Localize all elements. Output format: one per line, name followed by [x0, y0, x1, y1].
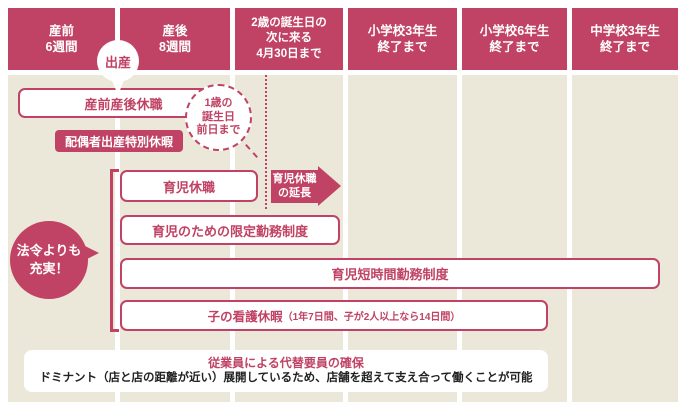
spouse-special-leave-label: 配偶者出産特別休暇: [64, 134, 173, 149]
law-bubble-tail: [81, 244, 99, 262]
header-end-of-elementary-6th-grade: 小学校6年生 終了まで: [462, 8, 567, 70]
header-line: 4月30日まで: [256, 47, 322, 60]
better-than-law-bubble: 法令よりも 充実！: [10, 221, 88, 299]
dotted-boundary-line: [265, 75, 267, 209]
one-year-bubble-line: 誕生日: [202, 110, 235, 123]
header-line: 小学校3年生: [367, 23, 438, 38]
substitute-staff-body: ドミナント（店と店の距離が近い）展開しているため、店舗を超えて支え合って働くこと…: [39, 372, 533, 385]
short-hours-system-label: 育児短時間勤務制度: [331, 267, 449, 282]
timeline-band-5: [462, 75, 567, 402]
header-line: 小学校6年生: [479, 23, 550, 38]
header-line: 終了まで: [489, 40, 540, 54]
header-postnatal-8-weeks: 産後 8週間: [120, 8, 230, 70]
timeline-band-6: [572, 75, 678, 402]
birth-bubble-label: 出産: [104, 54, 131, 70]
header-line: 産後: [162, 23, 188, 38]
maternity-leave-label: 産前産後休職: [84, 96, 163, 112]
spouse-special-leave-box: 配偶者出産特別休暇: [55, 130, 183, 152]
limited-work-system-box: 育児のための限定勤務制度: [120, 215, 340, 245]
header-line: 6週間: [45, 40, 78, 54]
nursing-leave-note: （1年7日間、子が2人以上なら14日間）: [282, 312, 461, 323]
header-end-of-elementary-3rd-grade: 小学校3年生 終了まで: [348, 8, 457, 70]
childcare-leave-box: 育児休職: [120, 170, 258, 202]
header-line: 産前: [48, 23, 74, 38]
header-line: 2歳の誕生日の: [251, 17, 327, 30]
substitute-staff-note-box: 従業員による代替要員の確保 ドミナント（店と店の距離が近い）展開しているため、店…: [24, 350, 548, 392]
header-line: 終了まで: [599, 40, 650, 54]
birth-bubble: 出産: [97, 40, 139, 82]
nursing-leave-label: 子の看護休暇: [207, 310, 283, 324]
limited-work-system-label: 育児のための限定勤務制度: [151, 223, 308, 239]
one-year-birthday-bubble: 1歳の 誕生日 前日まで: [185, 84, 252, 151]
nursing-leave-box: 子の看護休暇（1年7日間、子が2人以上なら14日間）: [120, 300, 548, 331]
header-line: 終了まで: [377, 40, 428, 54]
extension-arrow-line: 育児休職: [272, 172, 317, 185]
law-bubble-line: 法令よりも: [16, 243, 82, 259]
timeline-band-4: [348, 75, 457, 402]
header-line: 次に来る: [266, 32, 312, 45]
header-line: 中学校3年生: [590, 23, 660, 38]
short-hours-system-box: 育児短時間勤務制度: [120, 258, 660, 289]
extension-arrow-line: の延長: [278, 186, 311, 199]
childcare-leave-extension-arrow: 育児休職 の延長: [271, 170, 318, 203]
header-until-april-30-after-2nd-birthday: 2歳の誕生日の 次に来る 4月30日まで: [235, 8, 343, 70]
emphasis-bracket: [110, 169, 119, 332]
birth-bubble-tail: [111, 78, 125, 95]
childcare-leave-label: 育児休職: [162, 179, 215, 195]
substitute-staff-title: 従業員による代替要員の確保: [208, 355, 364, 370]
one-year-bubble-line: 前日まで: [196, 124, 241, 137]
header-end-of-junior-high-3rd-grade: 中学校3年生 終了まで: [572, 8, 678, 70]
law-bubble-line: 充実！: [29, 261, 69, 276]
one-year-bubble-line: 1歳の: [204, 96, 233, 109]
extension-arrow-head: [318, 166, 341, 206]
header-line: 8週間: [159, 40, 191, 54]
